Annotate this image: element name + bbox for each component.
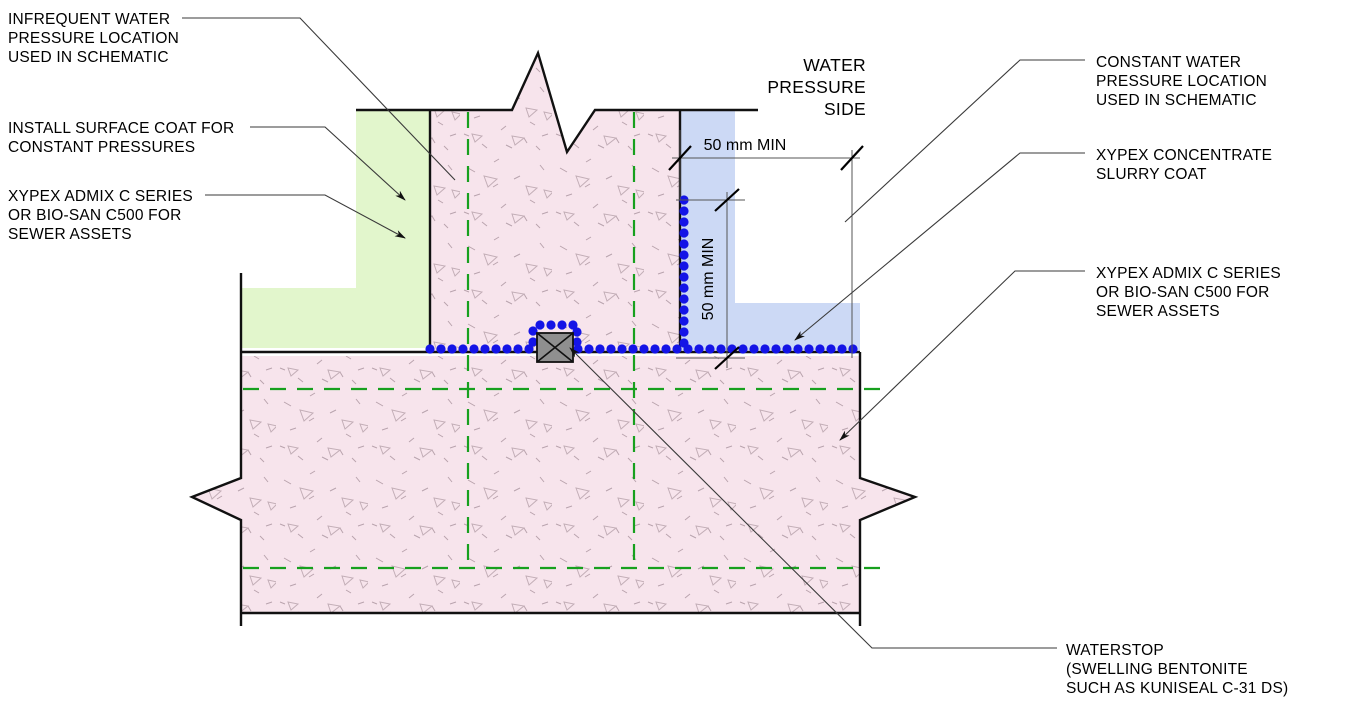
- label-line: PRESSURE: [767, 77, 866, 97]
- label-line: XYPEX CONCENTRATE: [1096, 147, 1272, 164]
- slurry-horizontal-left: [425, 344, 534, 354]
- label-line: USED IN SCHEMATIC: [8, 49, 169, 66]
- concrete-slab: [192, 356, 915, 613]
- label-xypex-admix-right: XYPEX ADMIX C SERIES OR BIO-SAN C500 FOR…: [1096, 265, 1281, 320]
- label-line: CONSTANT WATER: [1096, 54, 1241, 71]
- dimension-vertical-50mm: 50 mm MIN: [676, 188, 745, 370]
- dimension-horizontal-label: 50 mm MIN: [704, 137, 787, 154]
- label-line: SEWER ASSETS: [1096, 303, 1220, 320]
- label-line: OR BIO-SAN C500 FOR: [8, 207, 181, 224]
- label-line: USED IN SCHEMATIC: [1096, 92, 1257, 109]
- label-line: OR BIO-SAN C500 FOR: [1096, 284, 1269, 301]
- label-line: INFREQUENT WATER: [8, 11, 170, 28]
- label-line: CONSTANT PRESSURES: [8, 139, 195, 156]
- label-line: SEWER ASSETS: [8, 226, 132, 243]
- label-infrequent-water-pressure: INFREQUENT WATER PRESSURE LOCATION USED …: [8, 11, 179, 66]
- label-line: INSTALL SURFACE COAT FOR: [8, 120, 234, 137]
- leader-waterstop: [569, 347, 1057, 649]
- leader-xypex-concentrate: [794, 152, 1085, 341]
- label-line: SIDE: [824, 99, 866, 119]
- leader-xypex-admix-left: [205, 194, 406, 239]
- label-waterstop: WATERSTOP (SWELLING BENTONITE SUCH AS KU…: [1066, 642, 1288, 697]
- label-line: PRESSURE LOCATION: [8, 30, 179, 47]
- label-xypex-concentrate: XYPEX CONCENTRATE SLURRY COAT: [1096, 147, 1272, 183]
- label-line: SLURRY COAT: [1096, 166, 1207, 183]
- label-install-surface-coat: INSTALL SURFACE COAT FOR CONSTANT PRESSU…: [8, 120, 234, 156]
- label-line: XYPEX ADMIX C SERIES: [8, 188, 193, 205]
- label-line: PRESSURE LOCATION: [1096, 73, 1267, 90]
- label-constant-water-pressure: CONSTANT WATER PRESSURE LOCATION USED IN…: [1096, 54, 1267, 109]
- label-line: SUCH AS KUNISEAL C-31 DS): [1066, 680, 1288, 697]
- concrete-wall: [430, 53, 680, 353]
- leader-xypex-admix-right: [839, 270, 1085, 441]
- label-line: WATERSTOP: [1066, 642, 1164, 659]
- leader-infrequent-water-pressure: [182, 17, 456, 181]
- dimension-vertical-label: 50 mm MIN: [700, 238, 717, 321]
- water-pressure-region: [680, 110, 860, 350]
- label-water-pressure-side: WATER PRESSURE SIDE: [767, 55, 866, 119]
- label-line: XYPEX ADMIX C SERIES: [1096, 265, 1281, 282]
- label-line: (SWELLING BENTONITE: [1066, 661, 1248, 678]
- label-line: WATER: [803, 55, 866, 75]
- dimension-horizontal-50mm: 50 mm MIN: [668, 130, 864, 358]
- leader-constant-water-pressure: [844, 59, 1085, 223]
- waterstop-symbol: [536, 332, 574, 363]
- slurry-over-waterstop: [528, 320, 582, 347]
- surface-coat-region: [241, 110, 430, 348]
- leader-install-surface-coat: [250, 126, 406, 201]
- rebar-lines: [243, 112, 880, 570]
- label-xypex-admix-left: XYPEX ADMIX C SERIES OR BIO-SAN C500 FOR…: [8, 188, 193, 243]
